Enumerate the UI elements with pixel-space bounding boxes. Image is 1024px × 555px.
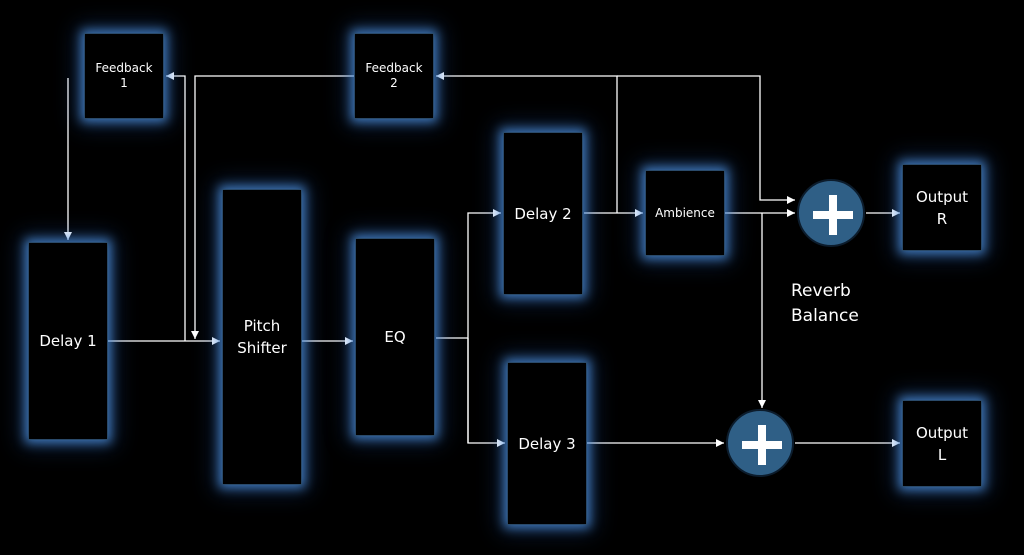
- ambience-label: Ambience: [655, 205, 715, 220]
- feedback2-label: Feedback 2: [365, 61, 423, 90]
- output-r-block: Output R: [902, 164, 982, 251]
- delay2-label: Delay 2: [514, 204, 572, 223]
- delay3-block: Delay 3: [507, 362, 587, 525]
- output-r-label: Output R: [915, 187, 969, 228]
- delay3-label: Delay 3: [518, 434, 576, 453]
- ambience-block: Ambience: [645, 170, 725, 256]
- pitch-shifter-block: Pitch Shifter: [222, 189, 302, 485]
- feedback1-block: Feedback 1: [84, 33, 164, 119]
- summing-node-right: [797, 179, 865, 247]
- wire-feedback2-to-pitch: [191, 75, 354, 339]
- delay1-block: Delay 1: [28, 242, 108, 440]
- reverb-balance-label: Reverb Balance: [791, 281, 859, 326]
- delay1-label: Delay 1: [39, 332, 97, 350]
- wire-tap-to-feedback1: [166, 72, 186, 341]
- pitch-shifter-label: Pitch Shifter: [237, 317, 287, 357]
- eq-block: EQ: [355, 238, 435, 436]
- wire-eq-to-delay3: [467, 338, 505, 447]
- delay2-block: Delay 2: [503, 132, 583, 295]
- wire-top-right-loop: [617, 75, 795, 204]
- feedback2-block: Feedback 2: [354, 33, 434, 119]
- wire-eq-to-delay2: [467, 209, 501, 443]
- summing-node-left: [726, 409, 794, 477]
- eq-label: EQ: [384, 328, 406, 346]
- output-l-label: Output L: [915, 423, 969, 464]
- feedback1-label: Feedback 1: [95, 61, 153, 90]
- output-l-block: Output L: [902, 400, 982, 487]
